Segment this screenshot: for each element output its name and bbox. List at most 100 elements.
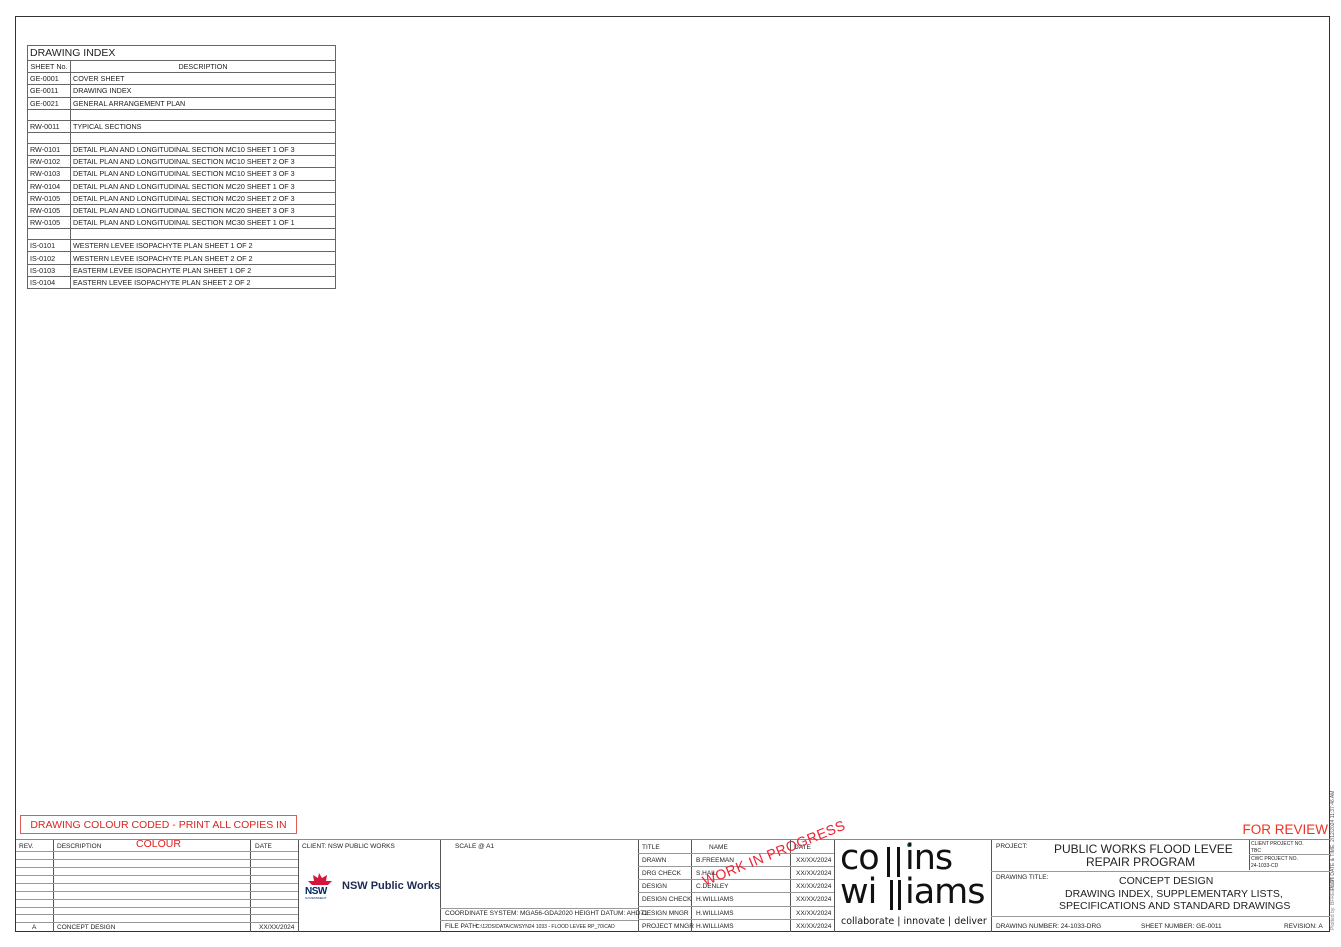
signoff-date: XX/XX/2024 — [796, 883, 832, 890]
index-sheet-no: RW-0105 — [27, 203, 71, 218]
rev-desc-value: CONCEPT DESIGN — [57, 924, 116, 931]
index-description — [70, 108, 336, 121]
index-description: DETAIL PLAN AND LONGITUDINAL SECTION MC1… — [70, 167, 336, 181]
index-sheet-no: GE-0011 — [27, 84, 71, 98]
nsw-public-works-text: NSW Public Works — [342, 880, 441, 892]
sheet-number: SHEET NUMBER: GE-0011 — [1141, 923, 1222, 930]
index-description: DETAIL PLAN AND LONGITUDINAL SECTION MC2… — [70, 191, 336, 205]
signoff-date: XX/XX/2024 — [796, 896, 832, 903]
signoff-name: S.HAIL — [696, 870, 717, 877]
index-description: EASTERM LEVEE ISOPACHYTE PLAN SHEET 1 OF… — [70, 263, 336, 277]
index-sheet-no: IS-0103 — [27, 263, 71, 277]
drawing-index-table: DRAWING INDEX SHEET No. DESCRIPTION GE-0… — [27, 45, 336, 290]
signoff-date: XX/XX/2024 — [796, 857, 832, 864]
drawing-number: DRAWING NUMBER: 24-1033-DRG — [996, 923, 1102, 930]
signoff-name: B.FREEMAN — [696, 857, 734, 864]
scale-label: SCALE @ A1 — [455, 843, 495, 850]
index-sheet-no: GE-0001 — [27, 72, 71, 86]
signoff-date: XX/XX/2024 — [796, 870, 832, 877]
signoff-name: H.WILLIAMS — [696, 896, 734, 903]
signoff-date: XX/XX/2024 — [796, 923, 832, 930]
index-sheet-no: RW-0102 — [27, 155, 71, 169]
index-description: DETAIL PLAN AND LONGITUDINAL SECTION MC2… — [70, 179, 336, 193]
signoff-role: DESIGN CHECK — [642, 896, 692, 903]
signoff-role: DESIGN MNGR — [642, 910, 689, 917]
index-description: DRAWING INDEX — [70, 84, 336, 98]
project-name-1: PUBLIC WORKS FLOOD LEVEE — [1054, 842, 1233, 856]
rev-date-header: DATE — [255, 843, 272, 850]
index-sheet-no: RW-0103 — [27, 167, 71, 181]
file-path-label: FILE PATH: — [445, 923, 479, 930]
index-description: DETAIL PLAN AND LONGITUDINAL SECTION MC3… — [70, 216, 336, 230]
index-sheet-no: IS-0102 — [27, 251, 71, 265]
index-col-desc: DESCRIPTION — [70, 59, 336, 74]
signoff-name: H.WILLIAMS — [696, 923, 734, 930]
revision-number: REVISION: A — [1284, 923, 1323, 930]
for-review-label: FOR REVIEW — [1242, 822, 1328, 837]
signoff-name-header: NAME — [709, 844, 728, 851]
index-description: TYPICAL SECTIONS — [70, 119, 336, 133]
logo-ins: ins — [905, 838, 953, 878]
index-sheet-no: GE-0021 — [27, 96, 71, 110]
index-row — [27, 108, 336, 121]
nsw-government-logo: NSW GOVERNMENT NSW Public Works — [304, 872, 440, 905]
colour-coded-note: DRAWING COLOUR CODED - PRINT ALL COPIES … — [20, 815, 297, 850]
index-row — [27, 228, 336, 241]
index-description: WESTERN LEVEE ISOPACHYTE PLAN SHEET 1 OF… — [70, 239, 336, 253]
signoff-role: DRG CHECK — [642, 870, 682, 877]
nsw-wordmark: NSW — [305, 886, 327, 897]
rev-desc-header: DESCRIPTION — [57, 843, 102, 850]
signoff-name: H.WILLIAMS — [696, 910, 734, 917]
rev-value: A — [32, 924, 37, 931]
signoff-role: PROJECT MNGR — [642, 923, 694, 930]
index-description: DETAIL PLAN AND LONGITUDINAL SECTION MC1… — [70, 142, 336, 157]
gov-wordmark: GOVERNMENT — [305, 896, 327, 900]
index-description: COVER SHEET — [70, 72, 336, 86]
logo-wi: wi — [840, 872, 877, 912]
plotted-by-text: Plotted by: BFREEMAN — [1330, 877, 1336, 930]
index-sheet-no: IS-0101 — [27, 239, 71, 253]
drawing-title-3: SPECIFICATIONS AND STANDARD DRAWINGS — [1059, 900, 1291, 912]
drawing-sheet-border — [15, 16, 1330, 932]
rev-col-header: REV. — [19, 843, 34, 850]
signoff-role: DESIGN — [642, 883, 667, 890]
signoff-name: C.DENLEY — [696, 883, 729, 890]
index-col-sheet: SHEET No. — [27, 59, 71, 74]
index-description: DETAIL PLAN AND LONGITUDINAL SECTION MC1… — [70, 155, 336, 169]
drawing-title-1: CONCEPT DESIGN — [1119, 875, 1214, 887]
signoff-date-header: DATE — [794, 844, 811, 851]
signoff-role: DRAWN — [642, 857, 667, 864]
logo-tagline: collaborate | innovate | deliver — [841, 916, 987, 927]
cwc-project-value: 24-1033-CD — [1251, 863, 1279, 869]
index-sheet-no: RW-0105 — [27, 216, 71, 230]
index-description — [70, 131, 336, 144]
logo-iams: iams — [905, 872, 986, 912]
client-label: CLIENT: NSW PUBLIC WORKS — [302, 843, 395, 850]
cwc-project-label: CWC PROJECT NO. — [1251, 856, 1298, 862]
index-sheet-no: RW-0105 — [27, 191, 71, 205]
title-block: REV. DESCRIPTION DATE A CONCEPT DESIGN X… — [16, 839, 1330, 932]
signoff-title-header: TITLE — [642, 844, 660, 851]
client-project-value: TBC — [1251, 848, 1261, 854]
project-label: PROJECT: — [996, 843, 1028, 850]
index-description: EASTERN LEVEE ISOPACHYTE PLAN SHEET 2 OF… — [70, 275, 336, 290]
client-project-label: CLIENT PROJECT NO. — [1251, 841, 1304, 847]
index-title: DRAWING INDEX — [27, 45, 336, 61]
index-sheet-no: RW-0104 — [27, 179, 71, 193]
index-description: GENERAL ARRANGEMENT PLAN — [70, 96, 336, 110]
index-sheet-no — [27, 228, 71, 241]
index-sheet-no — [27, 131, 71, 144]
